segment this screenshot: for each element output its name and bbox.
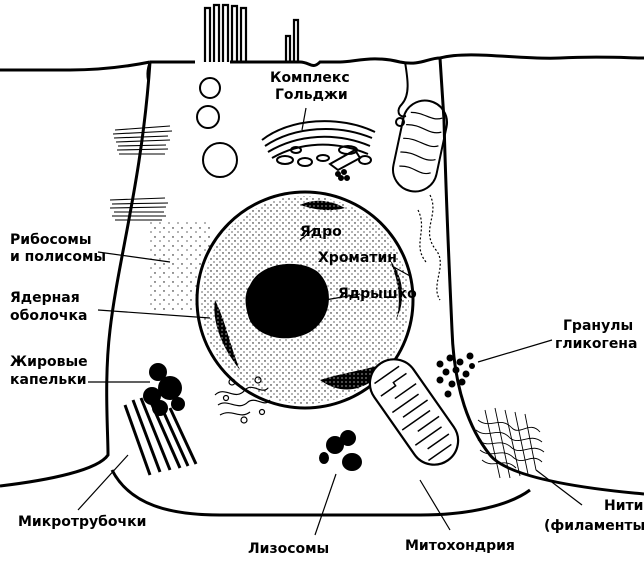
label-ribosomes-2: и полисомы xyxy=(10,249,106,265)
label-glycogen-2: гликогена xyxy=(555,336,637,352)
label-nuclear-envelope-2: оболочка xyxy=(10,308,87,324)
mitochondrion-lower xyxy=(360,350,467,474)
golgi-complex xyxy=(262,121,375,180)
label-lipid-2: капельки xyxy=(10,372,87,388)
membrane-invagination xyxy=(399,62,408,116)
desmosome-lower xyxy=(110,198,168,220)
label-golgi-1: Комплекс xyxy=(270,70,350,86)
microvilli xyxy=(205,5,298,62)
lipid-droplets xyxy=(143,363,185,416)
lysosomes xyxy=(319,430,362,471)
label-ribosomes-1: Рибосомы xyxy=(10,232,91,248)
label-glycogen-1: Гранулы xyxy=(563,318,633,334)
label-filaments-2: (филаменты) xyxy=(544,518,644,534)
label-nucleus: Ядро xyxy=(300,224,342,240)
label-nuclear-envelope-1: Ядерная xyxy=(10,290,80,306)
neighbor-cell-left xyxy=(0,62,150,70)
label-mitochondrion: Митохондрия xyxy=(405,538,515,554)
label-nucleolus: Ядрышко xyxy=(338,286,417,302)
neighbor-cell-right xyxy=(440,55,644,58)
vesicles xyxy=(197,78,237,177)
label-golgi-2: Гольджи xyxy=(275,87,348,103)
label-lipid-1: Жировые xyxy=(10,354,88,370)
label-microtubules: Микротрубочки xyxy=(18,514,146,530)
label-filaments-1: Нити xyxy=(604,498,643,514)
rough-er xyxy=(418,195,440,300)
label-chromatin: Хроматин xyxy=(318,250,397,266)
cell-basal-membrane xyxy=(112,470,530,515)
label-lysosomes: Лизосомы xyxy=(248,541,329,557)
